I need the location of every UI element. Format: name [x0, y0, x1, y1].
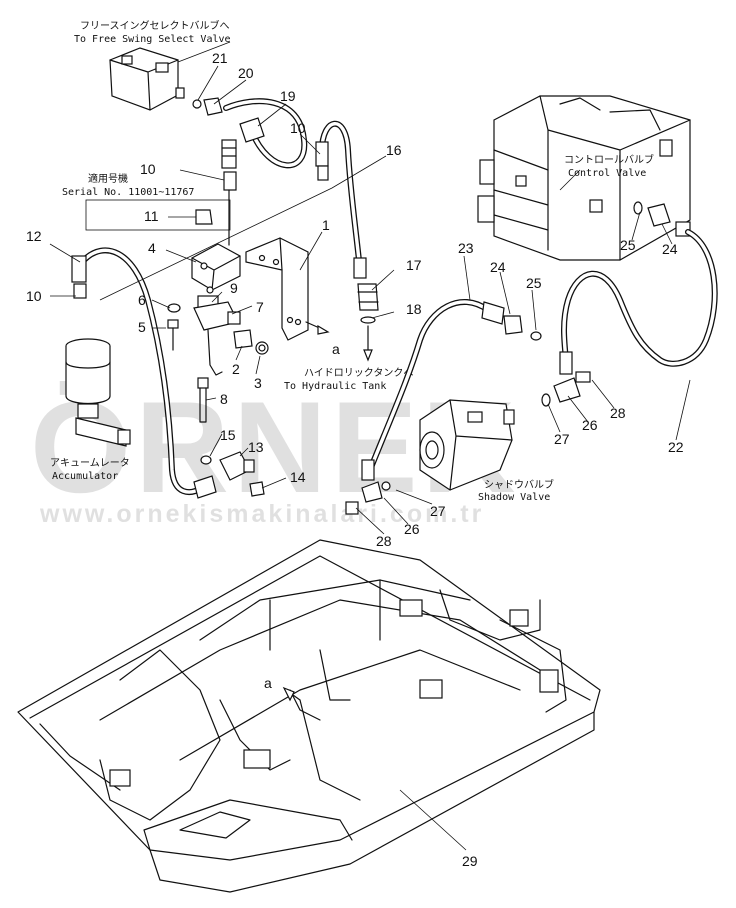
- hose-22: [559, 229, 718, 375]
- callout-27: 27: [430, 503, 446, 519]
- callout-10: 10: [140, 161, 156, 177]
- callout-1: 1: [322, 217, 330, 233]
- callout-26: 26: [582, 417, 598, 433]
- tank-fittings: ハイドロリックタンクへ To Hydraulic Tank: [284, 283, 413, 392]
- hose-12: [71, 247, 217, 499]
- callout-19: 19: [280, 88, 296, 104]
- serial-label-jp: 適用号機: [88, 172, 128, 185]
- bolts-and-plugs: [167, 303, 269, 423]
- callout-29: 29: [462, 853, 478, 869]
- fittings-left-chain: [221, 139, 237, 246]
- serial-label-en: Serial No. 11001~11767: [62, 187, 194, 198]
- callout-28: 28: [376, 533, 392, 549]
- callout-numbers: 21 20 19 10 16 10 11 12 4 1 17 10 9 6 7 …: [26, 50, 684, 869]
- callout-5: 5: [138, 319, 146, 335]
- callout-20: 20: [238, 65, 254, 81]
- callout-10: 10: [290, 120, 306, 136]
- control-valve-label-en: Control Valve: [568, 168, 646, 179]
- callout-9: 9: [230, 280, 238, 296]
- callout-4: 4: [148, 240, 156, 256]
- free-swing-valve-drawing: [109, 47, 223, 116]
- callout-27: 27: [554, 431, 570, 447]
- ref-a-top: a: [332, 341, 340, 357]
- callout-13: 13: [248, 439, 264, 455]
- callout-23: 23: [458, 240, 474, 256]
- callout-24: 24: [662, 241, 678, 257]
- callout-18: 18: [406, 301, 422, 317]
- serial-box: 適用号機 Serial No. 11001~11767: [62, 172, 231, 231]
- solenoid-valve-7: [193, 295, 241, 376]
- accumulator-label-en: Accumulator: [52, 471, 118, 482]
- control-valve-fittings: [633, 201, 691, 237]
- free-swing-label-en: To Free Swing Select Valve: [74, 34, 231, 45]
- callout-3: 3: [254, 375, 262, 391]
- shadow-valve-label-en: Shadow Valve: [478, 492, 550, 503]
- callout-25: 25: [526, 275, 542, 291]
- revolving-frame: a: [17, 539, 601, 893]
- block-4: [191, 243, 241, 294]
- callout-10: 10: [26, 288, 42, 304]
- control-valve-label-jp: コントロールバルブ: [564, 153, 654, 166]
- callout-25: 25: [620, 237, 636, 253]
- callout-7: 7: [256, 299, 264, 315]
- callout-16: 16: [386, 142, 402, 158]
- shadow-valve-label-jp: シャドウバルブ: [484, 478, 554, 491]
- callout-17: 17: [406, 257, 422, 273]
- accumulator-label-jp: アキュームレータ: [50, 457, 130, 469]
- callout-28: 28: [610, 405, 626, 421]
- free-swing-label-jp: フリースイングセレクトバルブへ: [80, 19, 230, 32]
- bracket-1: a: [245, 237, 340, 357]
- hose-16: [315, 120, 367, 279]
- callout-22: 22: [668, 439, 684, 455]
- callout-11: 11: [144, 208, 159, 224]
- callout-2: 2: [232, 361, 240, 377]
- check-valve-13: [200, 451, 265, 497]
- accumulator-drawing: アキュームレータ Accumulator: [50, 338, 131, 482]
- leader-lines: [49, 41, 691, 851]
- fittings-26-28-lower: [345, 481, 391, 515]
- callout-6: 6: [138, 292, 146, 308]
- hose-23: [361, 298, 542, 481]
- callout-12: 12: [26, 228, 42, 244]
- hose-19: [223, 98, 308, 169]
- callout-24: 24: [490, 259, 506, 275]
- tank-label-jp: ハイドロリックタンクへ: [304, 367, 413, 379]
- control-valve-drawing: コントロールバルブ Control Valve: [477, 95, 691, 261]
- fittings-26-28-right: [541, 371, 591, 407]
- callout-14: 14: [290, 469, 306, 485]
- callout-15: 15: [220, 427, 236, 443]
- callout-8: 8: [220, 391, 228, 407]
- shadow-valve-drawing: シャドウバルブ Shadow Valve: [419, 399, 554, 503]
- callout-21: 21: [212, 50, 228, 66]
- callout-26: 26: [404, 521, 420, 537]
- tank-label-en: To Hydraulic Tank: [284, 381, 386, 392]
- ref-a-bottom: a: [264, 675, 272, 691]
